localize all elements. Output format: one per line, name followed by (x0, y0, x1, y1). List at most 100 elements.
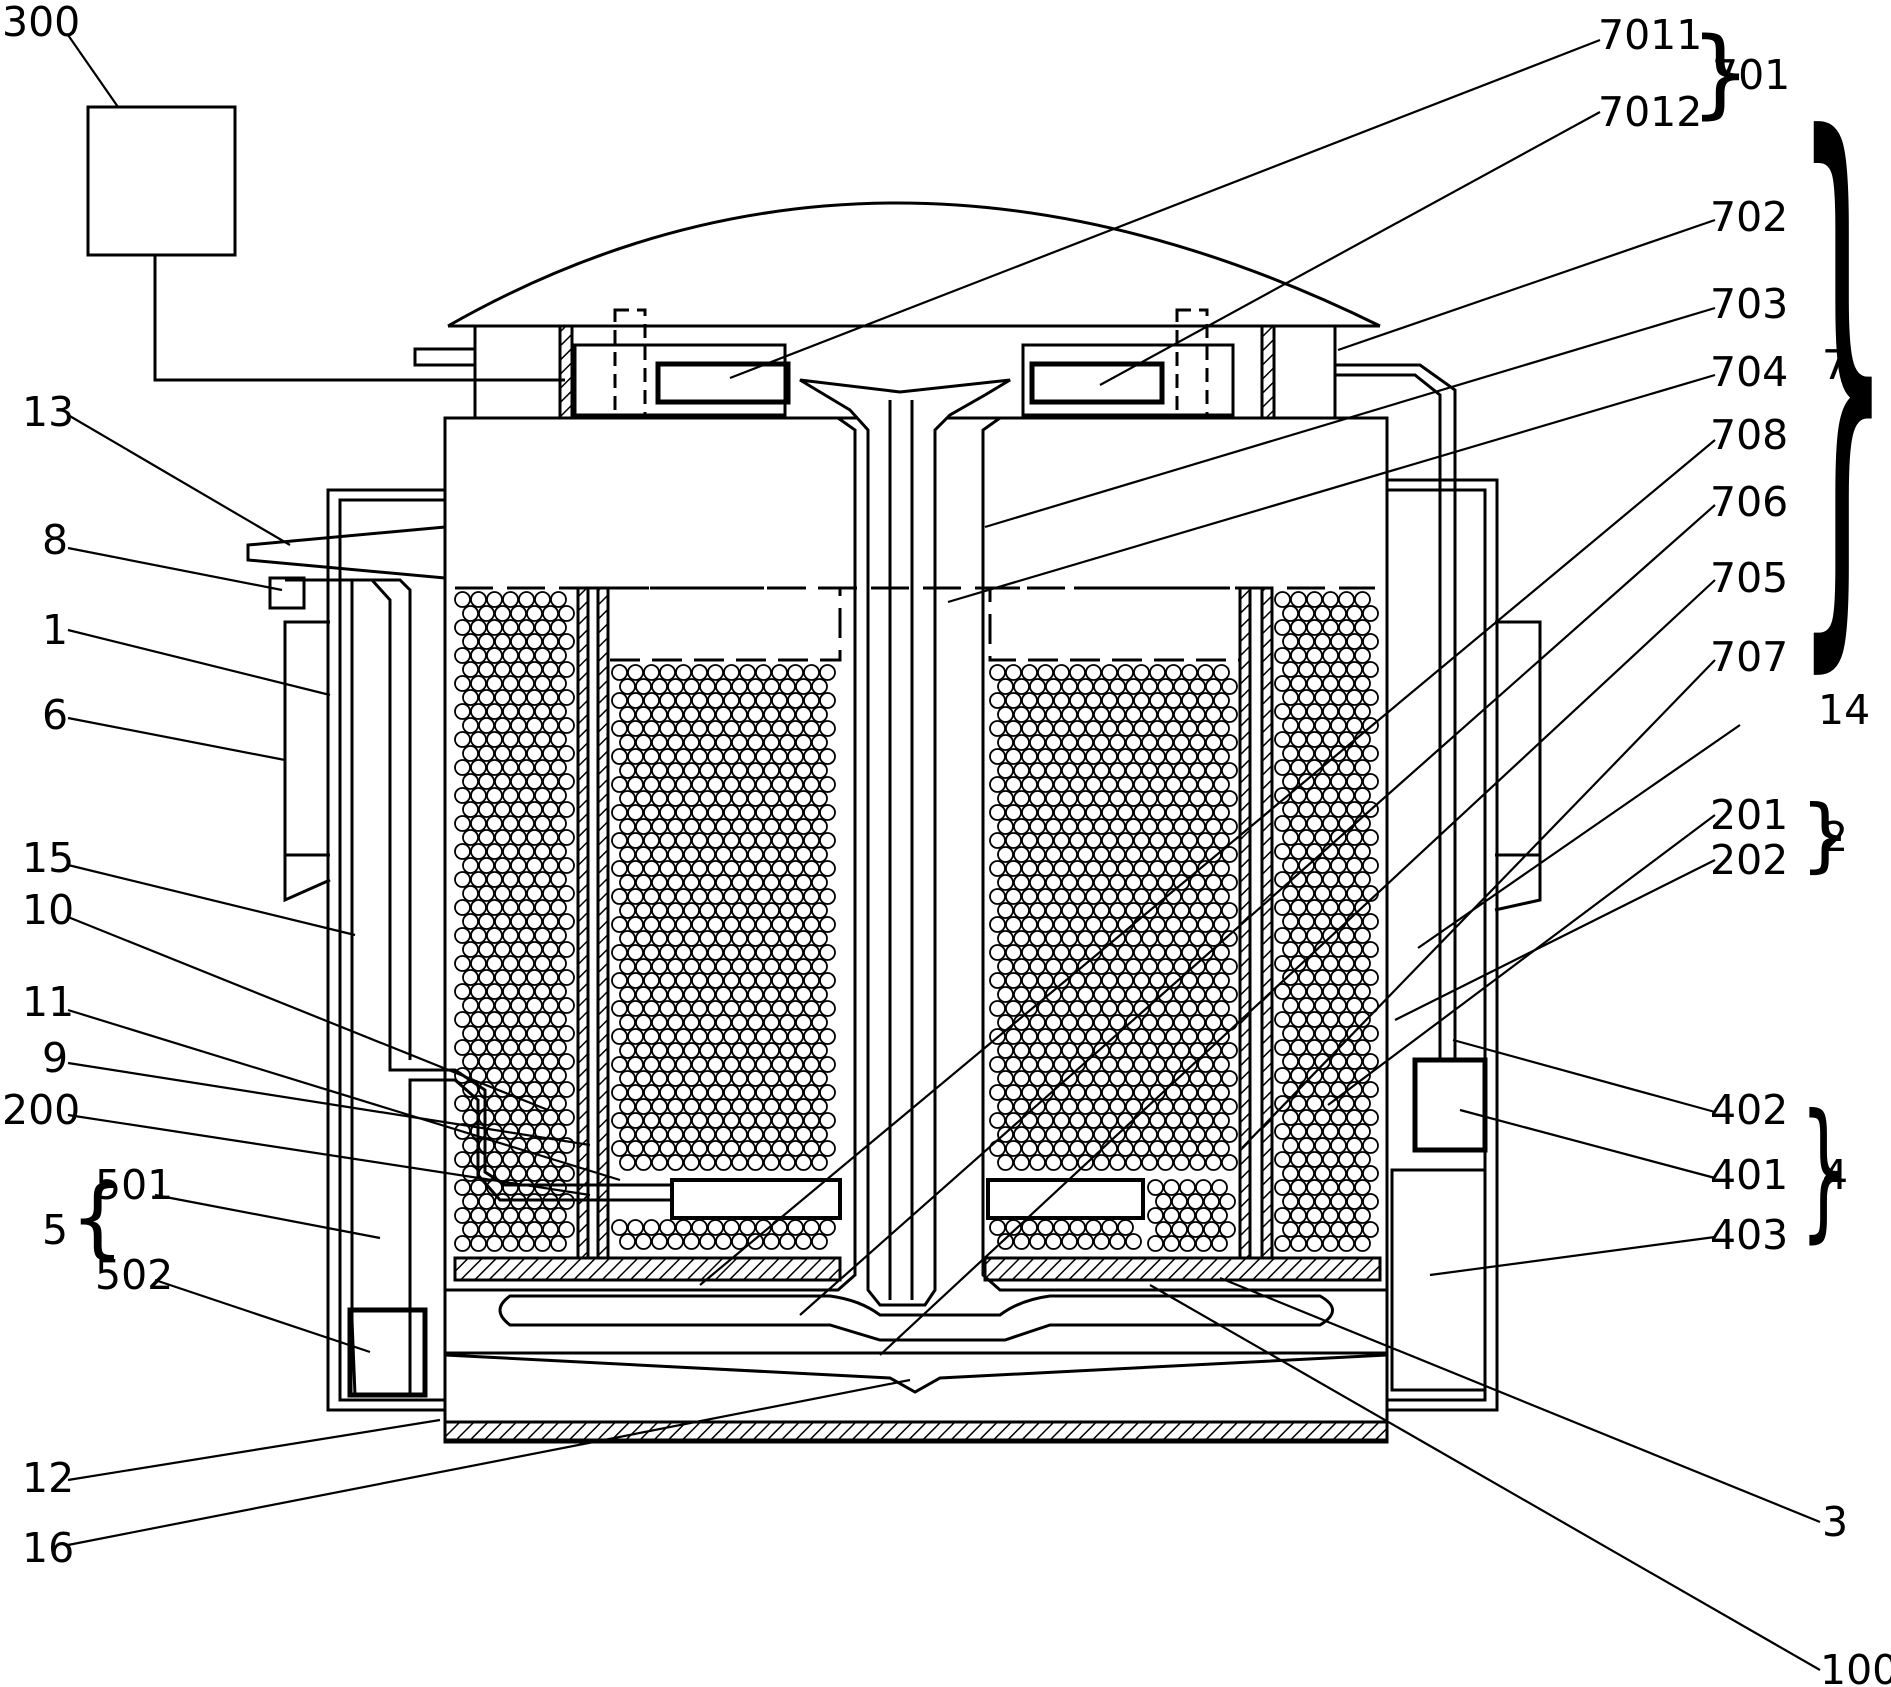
granule (1179, 1207, 1196, 1224)
granule (747, 1154, 764, 1171)
granule (1117, 972, 1134, 989)
granule (494, 633, 511, 650)
granule (643, 972, 660, 989)
granule (1205, 874, 1222, 891)
granule (1101, 664, 1118, 681)
granule (1173, 1098, 1190, 1115)
granule (1045, 902, 1062, 919)
granule (699, 790, 716, 807)
granule (771, 860, 788, 877)
granule (755, 804, 772, 821)
granule (1117, 720, 1134, 737)
granule (1077, 790, 1094, 807)
granule (771, 692, 788, 709)
granule (787, 1219, 804, 1236)
granule (997, 986, 1014, 1003)
granule (1221, 1154, 1238, 1171)
granule (659, 888, 676, 905)
granule (486, 955, 503, 972)
granule (627, 1112, 644, 1129)
granule (1314, 801, 1331, 818)
granule (1021, 1056, 1038, 1073)
granule (486, 787, 503, 804)
granule (1133, 1056, 1150, 1073)
granule (683, 1233, 700, 1250)
granule (811, 1098, 828, 1115)
granule (1306, 1235, 1323, 1252)
granule (1322, 899, 1339, 916)
granule (723, 804, 740, 821)
granule (1125, 762, 1142, 779)
granule (1053, 1140, 1070, 1157)
granule (1181, 832, 1198, 849)
granule (1093, 1014, 1110, 1031)
label-702: 702 (1710, 193, 1789, 241)
granule (1093, 846, 1110, 863)
granule (1061, 874, 1078, 891)
granule (763, 818, 780, 835)
granule (997, 1098, 1014, 1115)
granule (470, 1011, 487, 1028)
granule (1045, 1014, 1062, 1031)
granule (675, 776, 692, 793)
granule (1274, 1235, 1291, 1252)
granule (1362, 1165, 1379, 1182)
granule (1125, 734, 1142, 751)
granule (1314, 1221, 1331, 1238)
granule (1346, 913, 1363, 930)
granule (755, 916, 772, 933)
granule (683, 790, 700, 807)
granule (558, 1081, 575, 1098)
granule (1306, 731, 1323, 748)
granule (1306, 619, 1323, 636)
granule (502, 815, 519, 832)
granule (803, 664, 820, 681)
granule (1173, 1154, 1190, 1171)
granule (1061, 902, 1078, 919)
granule (1037, 972, 1054, 989)
granule (1069, 748, 1086, 765)
granule (1173, 1070, 1190, 1087)
granule (1045, 706, 1062, 723)
granule (1021, 888, 1038, 905)
granule (1101, 1084, 1118, 1101)
granule (1197, 748, 1214, 765)
granule (1306, 927, 1323, 944)
granule (1346, 1025, 1363, 1042)
granule (779, 790, 796, 807)
granule (1282, 857, 1299, 874)
granule (1282, 633, 1299, 650)
granule (803, 1056, 820, 1073)
label-703: 703 (1710, 280, 1789, 328)
granule (1362, 717, 1379, 734)
granule (755, 748, 772, 765)
granule (1306, 983, 1323, 1000)
granule (667, 1014, 684, 1031)
granule (1117, 804, 1134, 821)
granule (494, 717, 511, 734)
granule (1045, 1042, 1062, 1059)
granule (1085, 972, 1102, 989)
granule (1093, 734, 1110, 751)
granule (558, 717, 575, 734)
granule (1274, 647, 1291, 664)
granule (635, 874, 652, 891)
granule (651, 874, 668, 891)
granule (779, 958, 796, 975)
granule (627, 832, 644, 849)
granule (795, 958, 812, 975)
granule (542, 605, 559, 622)
granule (534, 983, 551, 1000)
granule (1005, 692, 1022, 709)
granule (1205, 986, 1222, 1003)
granule (1077, 1233, 1094, 1250)
granule (558, 857, 575, 874)
granule (1213, 1084, 1230, 1101)
granule (787, 1112, 804, 1129)
granule (470, 899, 487, 916)
granule (486, 647, 503, 664)
granule (1314, 1193, 1331, 1210)
label-6: 6 (42, 691, 69, 739)
granule (811, 902, 828, 919)
